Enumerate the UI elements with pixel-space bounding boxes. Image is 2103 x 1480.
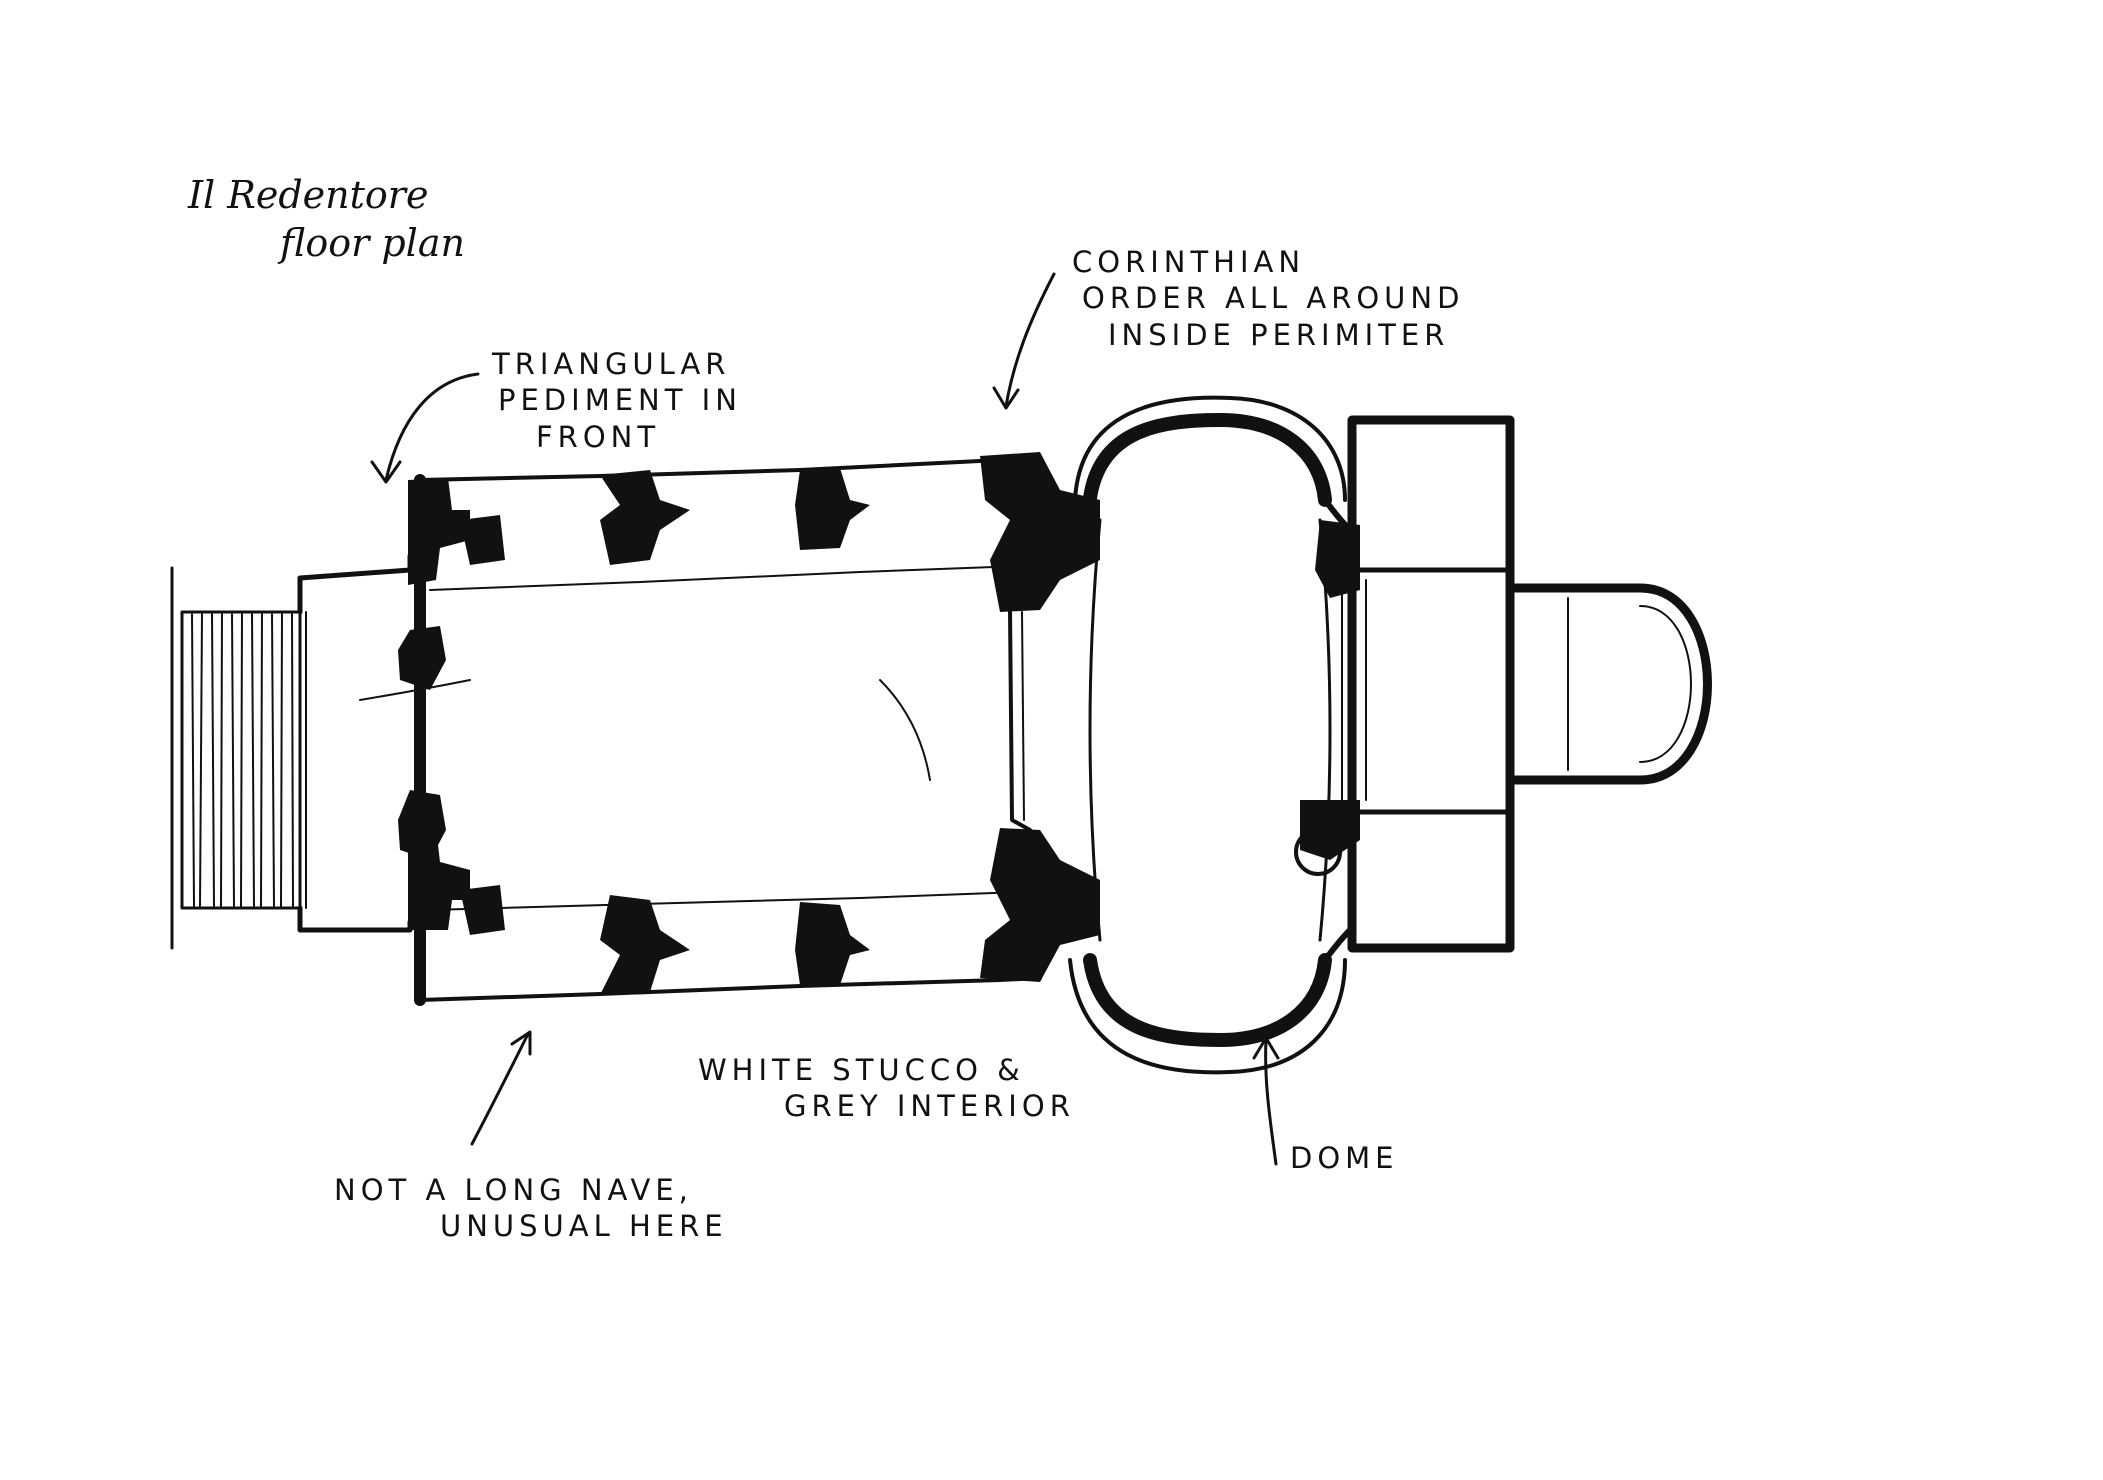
nave-arrow <box>470 1032 530 1146</box>
dome-arrow <box>1264 1038 1278 1166</box>
nave-line2: UNUSUAL HERE <box>440 1209 728 1244</box>
sheet-title-line2: floor plan <box>280 220 465 265</box>
pediment-arrow <box>384 372 480 482</box>
nave-annotation: NOT A LONG NAVE, UNUSUAL HERE <box>334 1172 728 1245</box>
stucco-annotation: WHITE STUCCO & GREY INTERIOR <box>698 1052 1075 1125</box>
pediment-annotation: TRIANGULAR PEDIMENT IN FRONT <box>492 346 742 455</box>
corinthian-line2: ORDER ALL AROUND <box>1082 281 1465 316</box>
sheet-title-line1: Il Redentore <box>188 173 429 217</box>
stucco-line1: WHITE STUCCO & <box>698 1053 1025 1087</box>
piers <box>398 452 1360 995</box>
corinthian-line3: INSIDE PERIMITER <box>1108 317 1450 352</box>
choir-room <box>1341 415 1515 953</box>
entrance-steps <box>170 566 302 950</box>
corinthian-annotation: CORINTHIAN ORDER ALL AROUND INSIDE PERIM… <box>1072 244 1464 353</box>
pediment-line2: PEDIMENT IN <box>498 383 742 418</box>
corinthian-line1: CORINTHIAN <box>1072 245 1306 279</box>
corinthian-arrow <box>1004 272 1056 408</box>
sheet-title: Il Redentore floor plan <box>188 172 465 267</box>
dome-label: DOME <box>1290 1141 1399 1175</box>
pediment-line1: TRIANGULAR <box>492 347 731 381</box>
stucco-line2: GREY INTERIOR <box>784 1089 1075 1124</box>
nave-line1: NOT A LONG NAVE, <box>334 1173 693 1207</box>
apse <box>1507 583 1712 785</box>
pediment-line3: FRONT <box>536 419 661 454</box>
dome-annotation: DOME <box>1290 1140 1399 1176</box>
